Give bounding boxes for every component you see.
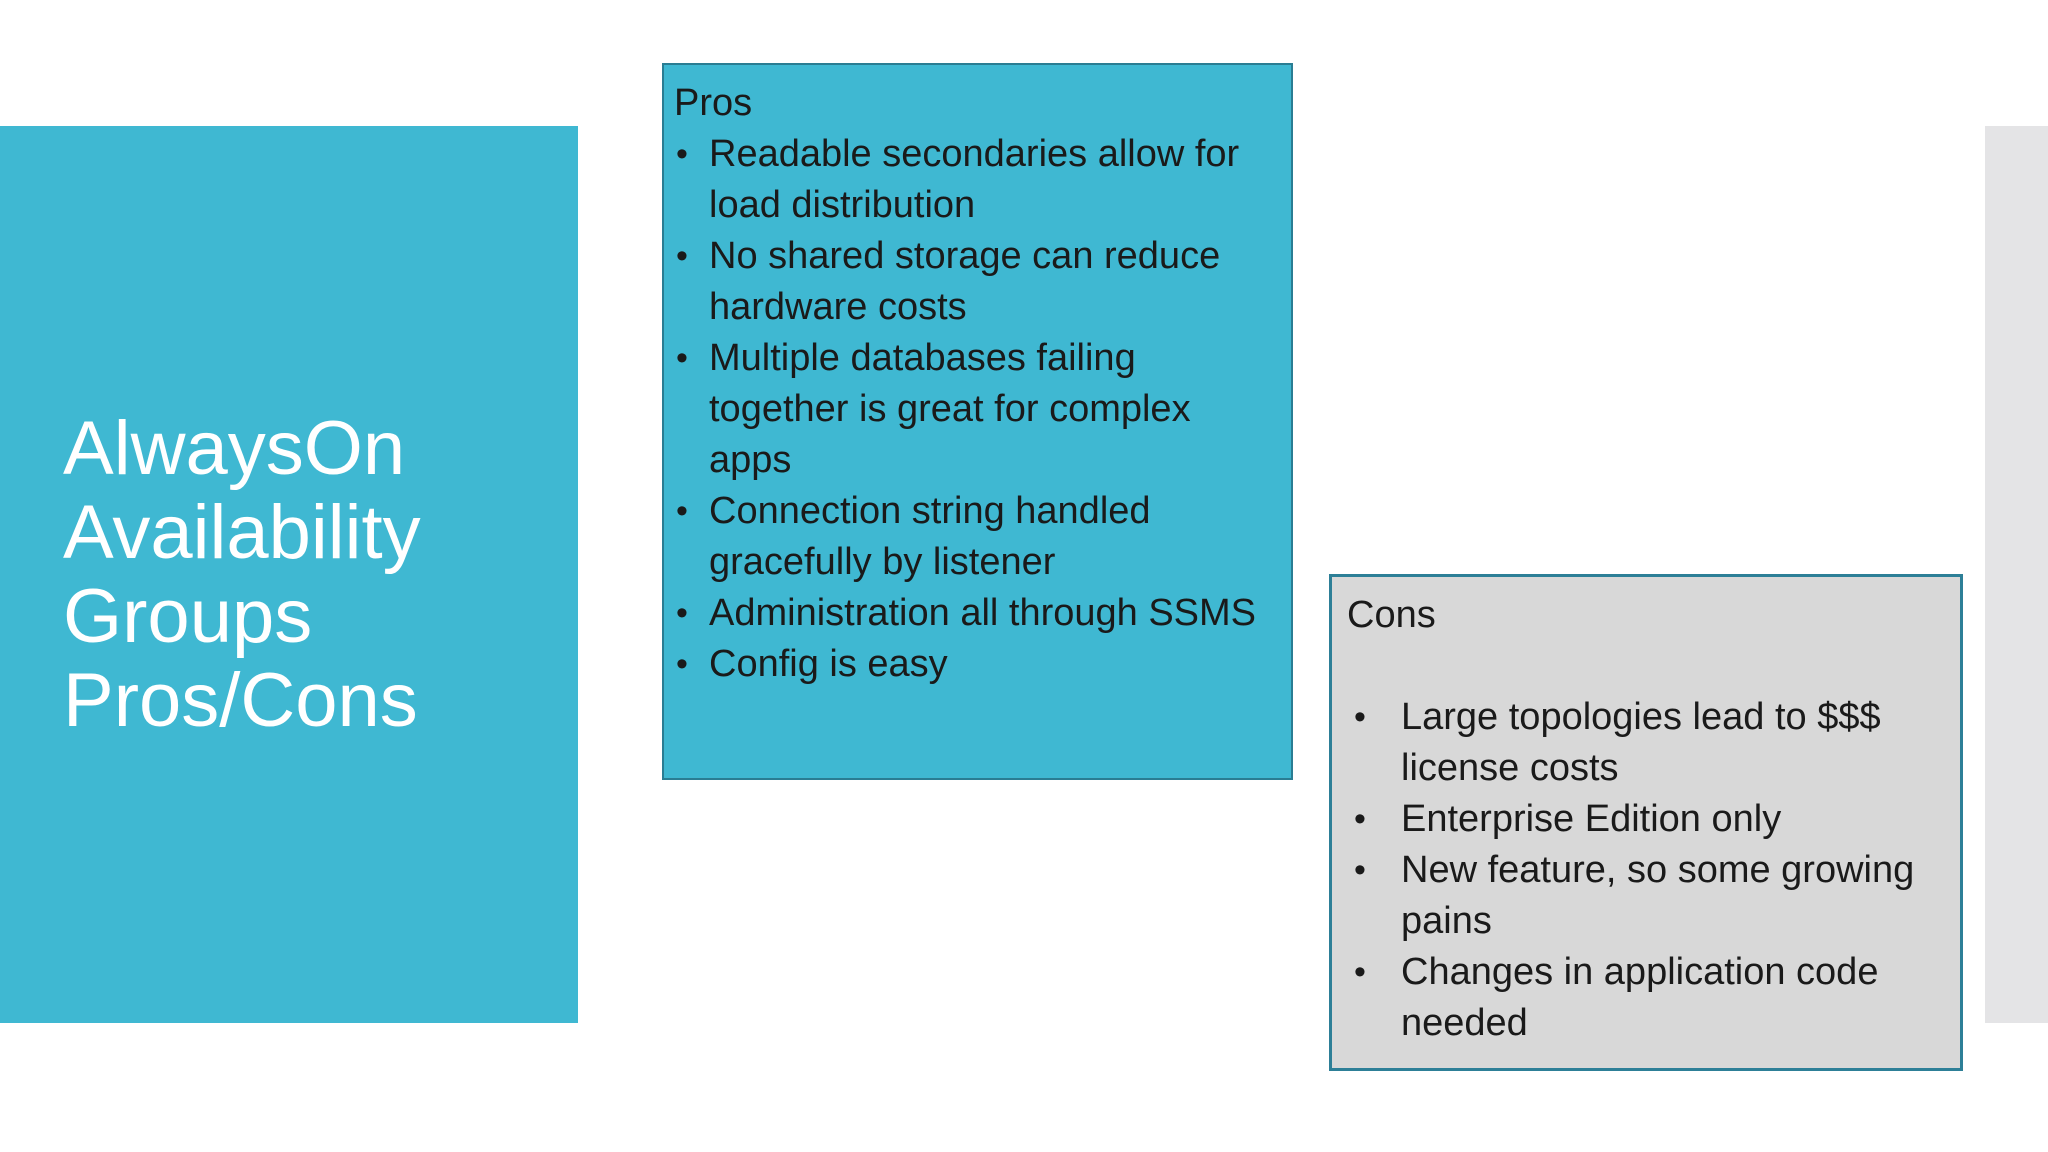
- bullet-item: • New feature, so some growing pains: [1347, 845, 1950, 947]
- bullet-text: No shared storage can reduce hardware co…: [709, 235, 1221, 328]
- bullet-item: • Connection string handled gracefully b…: [674, 486, 1277, 588]
- bullet-text: Enterprise Edition only: [1401, 798, 1782, 840]
- pros-heading: Pros: [674, 82, 753, 124]
- bullet-text: Administration all through SSMS: [709, 592, 1257, 634]
- title-panel: AlwaysOn Availability Groups Pros/Cons: [0, 126, 578, 1023]
- bullet-dot-icon: •: [676, 135, 688, 173]
- bullet-item: • No shared storage can reduce hardware …: [674, 231, 1277, 333]
- cons-bullet-list: • Large topologies lead to $$$ license c…: [1347, 692, 1950, 1049]
- pros-bullet-list: • Readable secondaries allow for load di…: [674, 129, 1277, 690]
- title-line: AlwaysOn: [63, 405, 406, 491]
- bullet-dot-icon: •: [1354, 698, 1366, 736]
- bullet-item: • Large topologies lead to $$$ license c…: [1347, 692, 1950, 794]
- bullet-text: Config is easy: [709, 643, 948, 685]
- bullet-dot-icon: •: [676, 594, 688, 632]
- right-accent-strip: [1985, 126, 2048, 1023]
- slide-title: AlwaysOn Availability Groups Pros/Cons: [0, 405, 421, 743]
- bullet-item: • Administration all through SSMS: [674, 588, 1277, 639]
- bullet-text: Readable secondaries allow for load dist…: [709, 133, 1240, 226]
- bullet-item: • Enterprise Edition only: [1347, 794, 1950, 845]
- bullet-item: • Multiple databases failing together is…: [674, 333, 1277, 486]
- bullet-text: Changes in application code needed: [1401, 951, 1879, 1044]
- bullet-text: New feature, so some growing pains: [1401, 849, 1915, 942]
- pros-panel: Pros • Readable secondaries allow for lo…: [662, 63, 1293, 780]
- bullet-text: Multiple databases failing together is g…: [709, 337, 1191, 481]
- bullet-item: • Readable secondaries allow for load di…: [674, 129, 1277, 231]
- bullet-dot-icon: •: [676, 339, 688, 377]
- bullet-text: Connection string handled gracefully by …: [709, 490, 1151, 583]
- bullet-dot-icon: •: [1354, 851, 1366, 889]
- title-line: Pros/Cons: [63, 657, 418, 743]
- bullet-item: • Changes in application code needed: [1347, 947, 1950, 1049]
- cons-heading: Cons: [1347, 594, 1436, 636]
- cons-panel: Cons • Large topologies lead to $$$ lice…: [1329, 574, 1963, 1071]
- bullet-dot-icon: •: [676, 645, 688, 683]
- bullet-dot-icon: •: [676, 237, 688, 275]
- bullet-dot-icon: •: [676, 492, 688, 530]
- title-line: Groups: [63, 573, 313, 659]
- bullet-dot-icon: •: [1354, 953, 1366, 991]
- bullet-text: Large topologies lead to $$$ license cos…: [1401, 696, 1881, 789]
- bullet-item: • Config is easy: [674, 639, 1277, 690]
- bullet-dot-icon: •: [1354, 800, 1366, 838]
- title-line: Availability: [63, 489, 421, 575]
